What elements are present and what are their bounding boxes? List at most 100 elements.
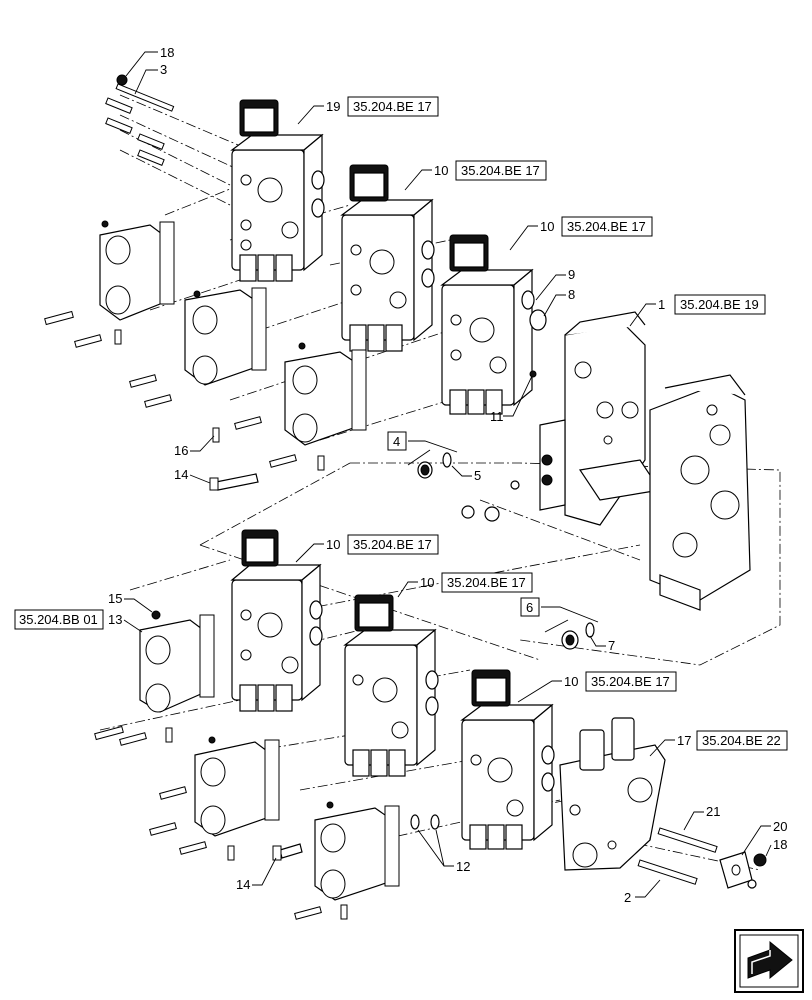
leader-10d bbox=[397, 581, 418, 598]
callout-18-bottom: 18 bbox=[773, 837, 787, 852]
callout-11: 11 bbox=[490, 409, 504, 424]
callout-15: 15 bbox=[108, 591, 122, 606]
ball-11 bbox=[529, 370, 537, 378]
plug-ring-4-5 bbox=[417, 452, 520, 522]
tie-rods-top bbox=[105, 74, 175, 166]
leader-21 bbox=[683, 811, 704, 831]
end-cover-upper-1 bbox=[99, 220, 175, 321]
ref-box-1[interactable]: 35.204.BE 19 bbox=[674, 294, 766, 315]
leader-16 bbox=[190, 435, 215, 452]
callout-3: 3 bbox=[160, 62, 167, 77]
leader-3 bbox=[134, 69, 158, 95]
callout-14-bottom: 14 bbox=[236, 877, 250, 892]
callout-4: 4 bbox=[393, 434, 400, 449]
leader-18-top bbox=[125, 51, 158, 77]
leader-5 bbox=[451, 465, 472, 477]
end-cover-lower-3 bbox=[314, 801, 400, 901]
leader-14-bottom bbox=[252, 857, 277, 886]
callout-1: 1 bbox=[658, 297, 665, 312]
svg-text:35.204.BB 01: 35.204.BB 01 bbox=[19, 612, 98, 627]
callout-4-box bbox=[387, 431, 407, 451]
bolts-lower bbox=[94, 725, 348, 920]
svg-text:35.204.BE 17: 35.204.BE 17 bbox=[567, 219, 646, 234]
inlet-section-1b bbox=[649, 374, 751, 611]
outlet-section-17 bbox=[559, 717, 666, 871]
plug-ring-6-7 bbox=[561, 622, 595, 650]
callout-17: 17 bbox=[677, 733, 691, 748]
end-cover-upper-2 bbox=[184, 287, 267, 386]
svg-text:35.204.BE 17: 35.204.BE 17 bbox=[591, 674, 670, 689]
valve-section-19 bbox=[230, 99, 325, 282]
leader-17 bbox=[649, 739, 675, 757]
ref-box-10a[interactable]: 35.204.BE 17 bbox=[455, 160, 547, 181]
leader-6 bbox=[541, 606, 599, 623]
ref-box-10c[interactable]: 35.204.BE 17 bbox=[347, 534, 439, 555]
callout-10c: 10 bbox=[326, 537, 340, 552]
callout-9: 9 bbox=[568, 267, 575, 282]
leader-10a bbox=[404, 169, 432, 191]
end-cover-13 bbox=[139, 610, 215, 713]
callout-10b: 10 bbox=[540, 219, 554, 234]
callout-14-top: 14 bbox=[174, 467, 188, 482]
callout-7: 7 bbox=[608, 638, 615, 653]
callout-10e: 10 bbox=[564, 674, 578, 689]
svg-text:35.204.BE 17: 35.204.BE 17 bbox=[447, 575, 526, 590]
callout-19: 19 bbox=[326, 99, 340, 114]
callout-12: 12 bbox=[456, 859, 470, 874]
callout-18-top: 18 bbox=[160, 45, 174, 60]
tie-rods-bottom bbox=[637, 827, 767, 889]
callout-2: 2 bbox=[624, 890, 631, 905]
leader-14-top bbox=[189, 474, 211, 484]
svg-text:35.204.BE 17: 35.204.BE 17 bbox=[353, 99, 432, 114]
callout-8: 8 bbox=[568, 287, 575, 302]
valve-section-10c bbox=[230, 529, 323, 712]
leader-9 bbox=[535, 274, 566, 301]
leader-11 bbox=[503, 375, 533, 417]
leader-19 bbox=[297, 105, 324, 125]
ref-box-17[interactable]: 35.204.BE 22 bbox=[696, 730, 788, 751]
leader-4 bbox=[408, 440, 458, 453]
ref-box-13[interactable]: 35.204.BB 01 bbox=[14, 609, 104, 630]
callout-13: 13 bbox=[108, 612, 122, 627]
leader-18-bottom bbox=[765, 844, 772, 857]
valve-section-10b bbox=[440, 234, 547, 415]
valve-section-10e bbox=[460, 669, 555, 850]
ref-box-10d[interactable]: 35.204.BE 17 bbox=[441, 572, 533, 593]
callout-5: 5 bbox=[474, 468, 481, 483]
leader-4b bbox=[407, 449, 431, 466]
end-cover-lower-2 bbox=[194, 736, 280, 837]
callout-10d: 10 bbox=[420, 575, 434, 590]
callout-10a: 10 bbox=[434, 163, 448, 178]
svg-text:35.204.BE 17: 35.204.BE 17 bbox=[353, 537, 432, 552]
callout-16: 16 bbox=[174, 443, 188, 458]
callout-6-box bbox=[520, 597, 540, 617]
leader-7 bbox=[589, 635, 606, 647]
leader-12a bbox=[417, 829, 454, 867]
leader-6b bbox=[544, 619, 569, 633]
svg-text:35.204.BE 19: 35.204.BE 19 bbox=[680, 297, 759, 312]
valve-section-10d bbox=[343, 594, 439, 777]
ref-box-10b[interactable]: 35.204.BE 17 bbox=[561, 216, 653, 237]
leader-1 bbox=[629, 303, 656, 327]
leader-10b bbox=[509, 225, 538, 251]
callout-6: 6 bbox=[526, 600, 533, 615]
leader-13 bbox=[123, 619, 143, 633]
leader-15 bbox=[124, 598, 153, 613]
leader-20 bbox=[741, 825, 771, 856]
next-page-arrow-icon[interactable] bbox=[734, 929, 804, 993]
leader-10c bbox=[295, 543, 324, 563]
end-cover-upper-3 bbox=[284, 342, 367, 446]
leader-2 bbox=[635, 879, 661, 898]
svg-text:35.204.BE 17: 35.204.BE 17 bbox=[461, 163, 540, 178]
inlet-section-1 bbox=[539, 311, 662, 526]
leader-8 bbox=[543, 294, 566, 317]
ref-box-19[interactable]: 35.204.BE 17 bbox=[347, 96, 439, 117]
callout-20: 20 bbox=[773, 819, 787, 834]
valve-section-10a bbox=[340, 164, 435, 352]
ref-box-10e[interactable]: 35.204.BE 17 bbox=[585, 671, 677, 692]
callout-21: 21 bbox=[706, 804, 720, 819]
leader-10e bbox=[517, 680, 562, 703]
leader-12b bbox=[435, 829, 445, 867]
svg-text:35.204.BE 22: 35.204.BE 22 bbox=[702, 733, 781, 748]
